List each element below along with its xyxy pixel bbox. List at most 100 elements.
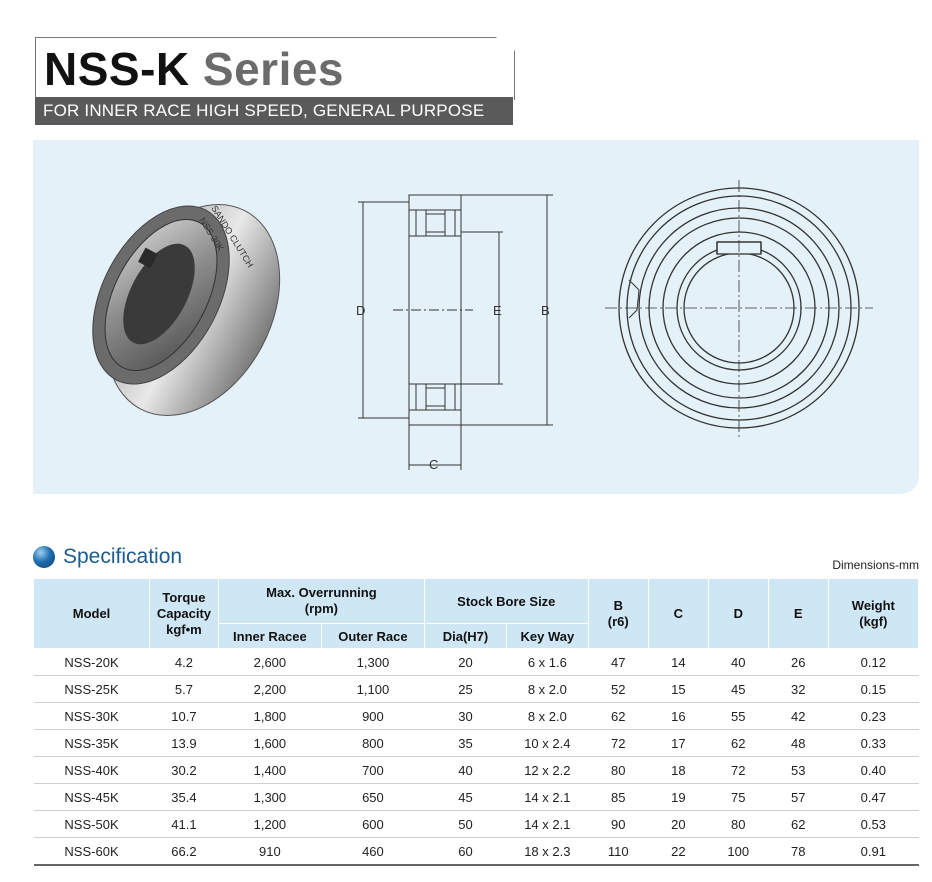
cell-d: 62 xyxy=(708,729,769,757)
dim-label-e: E xyxy=(493,303,502,318)
cell-d: 80 xyxy=(708,810,769,838)
table-row: NSS-35K 13.9 1,600 800 35 10 x 2.4 72 17… xyxy=(33,729,919,757)
cell-outer-race: 1,300 xyxy=(321,648,425,676)
cell-key-way: 18 x 2.3 xyxy=(506,837,589,866)
cell-dia: 25 xyxy=(424,675,507,703)
cell-model: NSS-30K xyxy=(33,702,150,730)
cell-weight: 0.40 xyxy=(828,756,919,784)
cell-weight: 0.15 xyxy=(828,675,919,703)
cell-outer-race: 700 xyxy=(321,756,425,784)
cell-c: 15 xyxy=(648,675,709,703)
cell-e: 57 xyxy=(768,783,829,811)
cell-torque: 13.9 xyxy=(149,729,219,757)
th-c: C xyxy=(647,578,709,649)
cell-d: 40 xyxy=(708,648,769,676)
cell-b: 72 xyxy=(588,729,649,757)
table-row: NSS-60K 66.2 910 460 60 18 x 2.3 110 22 … xyxy=(33,837,919,866)
th-d: D xyxy=(707,578,769,649)
cell-weight: 0.33 xyxy=(828,729,919,757)
cell-c: 14 xyxy=(648,648,709,676)
th-stock-bore: Stock Bore Size xyxy=(423,578,589,624)
cell-c: 18 xyxy=(648,756,709,784)
cell-dia: 50 xyxy=(424,810,507,838)
cell-torque: 10.7 xyxy=(149,702,219,730)
th-overrunning-label: Max. Overrunning (rpm) xyxy=(266,585,377,616)
th-torque: Torque Capacity kgf•m xyxy=(149,578,219,649)
th-inner-race: Inner Racee xyxy=(217,623,322,649)
cell-c: 20 xyxy=(648,810,709,838)
cell-b: 52 xyxy=(588,675,649,703)
cell-torque: 35.4 xyxy=(149,783,219,811)
cell-dia: 30 xyxy=(424,702,507,730)
product-drawing-panel: SANDO CLUTCH NSS-30K xyxy=(33,140,919,494)
bearing-photo: SANDO CLUTCH NSS-30K xyxy=(92,204,281,416)
cell-c: 16 xyxy=(648,702,709,730)
page-subtitle: FOR INNER RACE HIGH SPEED, GENERAL PURPO… xyxy=(35,97,513,125)
cell-e: 26 xyxy=(768,648,829,676)
cell-weight: 0.23 xyxy=(828,702,919,730)
dim-label-c: C xyxy=(429,457,438,472)
cell-key-way: 14 x 2.1 xyxy=(506,810,589,838)
cell-dia: 20 xyxy=(424,648,507,676)
title-model: NSS-K xyxy=(44,43,190,95)
cell-model: NSS-60K xyxy=(33,837,150,866)
th-outer-race: Outer Race xyxy=(320,623,425,649)
table-row: NSS-45K 35.4 1,300 650 45 14 x 2.1 85 19… xyxy=(33,783,919,811)
cell-key-way: 8 x 2.0 xyxy=(506,675,589,703)
cell-weight: 0.47 xyxy=(828,783,919,811)
cell-d: 75 xyxy=(708,783,769,811)
cell-outer-race: 460 xyxy=(321,837,425,866)
cell-b: 47 xyxy=(588,648,649,676)
cell-inner-race: 1,600 xyxy=(218,729,322,757)
cell-e: 78 xyxy=(768,837,829,866)
dim-label-d: D xyxy=(356,303,365,318)
title-box: NSS-K Series xyxy=(35,37,515,100)
cell-outer-race: 1,100 xyxy=(321,675,425,703)
th-torque-label: Torque Capacity kgf•m xyxy=(156,589,212,637)
cell-outer-race: 900 xyxy=(321,702,425,730)
th-overrunning: Max. Overrunning (rpm) xyxy=(217,578,425,624)
dimensions-note: Dimensions-mm xyxy=(832,558,919,572)
cell-c: 22 xyxy=(648,837,709,866)
th-b: B (r6) xyxy=(587,578,649,649)
cell-inner-race: 2,600 xyxy=(218,648,322,676)
cell-inner-race: 1,200 xyxy=(218,810,322,838)
cell-key-way: 6 x 1.6 xyxy=(506,648,589,676)
cell-outer-race: 800 xyxy=(321,729,425,757)
spec-title: Specification xyxy=(63,545,183,568)
cell-key-way: 8 x 2.0 xyxy=(506,702,589,730)
cell-b: 80 xyxy=(588,756,649,784)
cell-model: NSS-50K xyxy=(33,810,150,838)
cell-inner-race: 2,200 xyxy=(218,675,322,703)
cell-torque: 4.2 xyxy=(149,648,219,676)
cell-model: NSS-45K xyxy=(33,783,150,811)
th-e: E xyxy=(767,578,829,649)
cell-inner-race: 1,400 xyxy=(218,756,322,784)
page-title: NSS-K Series xyxy=(44,42,344,96)
cell-key-way: 14 x 2.1 xyxy=(506,783,589,811)
cell-d: 100 xyxy=(708,837,769,866)
cell-outer-race: 650 xyxy=(321,783,425,811)
cell-dia: 60 xyxy=(424,837,507,866)
product-drawings: SANDO CLUTCH NSS-30K xyxy=(92,180,873,472)
cell-b: 110 xyxy=(588,837,649,866)
cell-key-way: 12 x 2.2 xyxy=(506,756,589,784)
table-row: NSS-30K 10.7 1,800 900 30 8 x 2.0 62 16 … xyxy=(33,702,919,730)
cell-e: 42 xyxy=(768,702,829,730)
cell-model: NSS-40K xyxy=(33,756,150,784)
cell-torque: 41.1 xyxy=(149,810,219,838)
cell-model: NSS-20K xyxy=(33,648,150,676)
th-key-way: Key Way xyxy=(506,623,589,649)
th-b-label: B (r6) xyxy=(607,597,629,629)
th-weight-label: Weight (kgf) xyxy=(851,597,895,629)
cell-model: NSS-25K xyxy=(33,675,150,703)
cell-e: 32 xyxy=(768,675,829,703)
th-dia: Dia(H7) xyxy=(423,623,508,649)
cell-d: 55 xyxy=(708,702,769,730)
table-row: NSS-50K 41.1 1,200 600 50 14 x 2.1 90 20… xyxy=(33,810,919,838)
cell-inner-race: 1,800 xyxy=(218,702,322,730)
spec-header: Specification xyxy=(33,543,182,571)
cell-torque: 66.2 xyxy=(149,837,219,866)
cell-b: 85 xyxy=(588,783,649,811)
title-series: Series xyxy=(202,43,345,95)
